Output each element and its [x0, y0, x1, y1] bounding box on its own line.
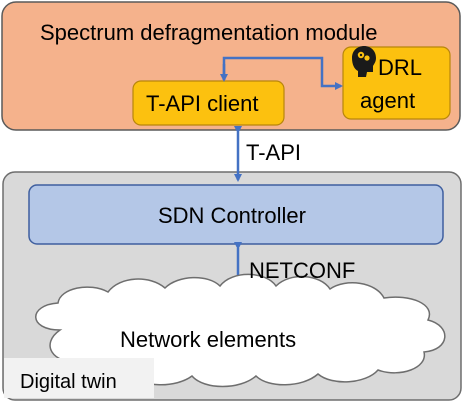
tapi-client-label: T-API client	[146, 91, 259, 116]
netconf-link-label: NETCONF	[249, 258, 356, 283]
drl-agent-label-line1: DRL	[378, 55, 423, 80]
tapi-link-label: T-API	[246, 140, 302, 165]
brain-head-icon	[352, 46, 376, 77]
tapi-client-box	[132, 80, 285, 126]
drl-agent-label-line2: agent	[360, 88, 416, 113]
module-title: Spectrum defragmentation module	[40, 20, 378, 45]
digital-twin-label: Digital twin	[20, 371, 117, 393]
sdn-controller-label: SDN Controller	[158, 203, 306, 228]
digital-twin-label-bg	[4, 358, 154, 398]
network-elements-label: Network elements	[120, 327, 297, 352]
